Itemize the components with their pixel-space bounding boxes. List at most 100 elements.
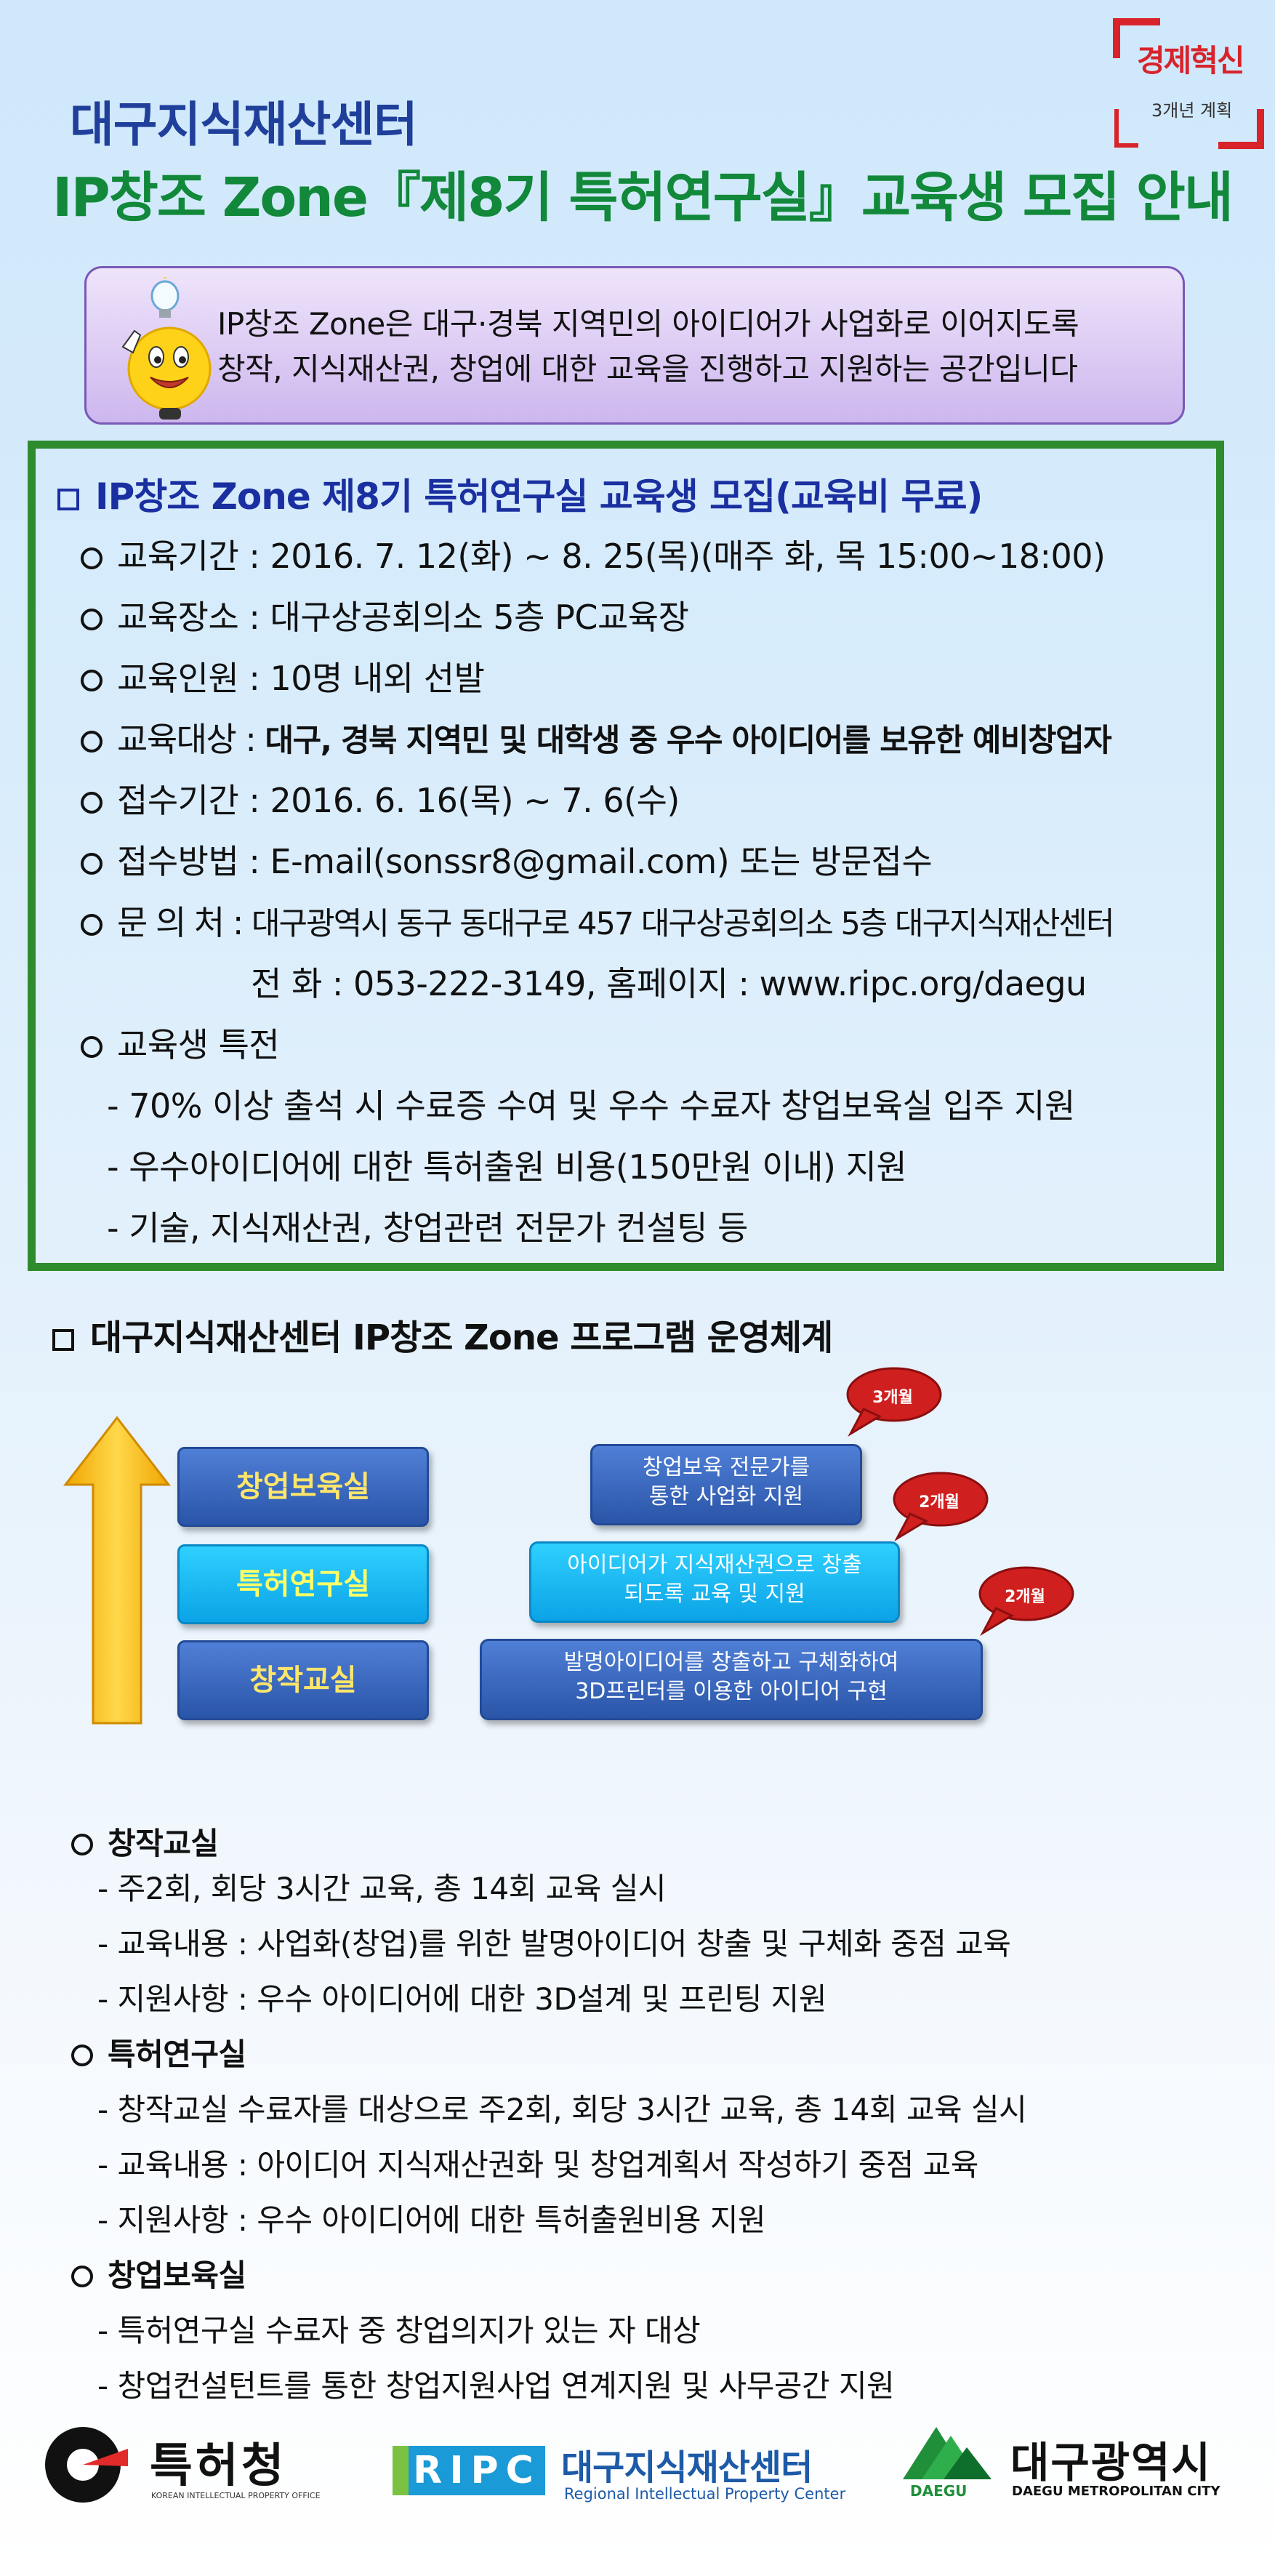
ripc-logo: RIPC 대구지식재산센터 Regional Intellectual Prop…	[393, 2436, 845, 2508]
stage-patent-lab: 특허연구실	[177, 1544, 429, 1624]
education-place: 교육장소 : 대구상공회의소 5층 PC교육장	[81, 591, 689, 639]
economic-innovation-badge: 경제혁신 3개년 계획	[1109, 15, 1268, 153]
program-title-text: 대구지식재산센터 IP창조 Zone 프로그램 운영체계	[90, 1317, 833, 1358]
detail-heading-biz: 창업보육실	[71, 2251, 246, 2295]
education-target-value: 대구, 경북 지역민 및 대학생 중 우수 아이디어를 보유한 예비창업자	[265, 723, 1112, 759]
program-title: 대구지식재산센터 IP창조 Zone 프로그램 운영체계	[52, 1309, 833, 1360]
recruit-title: IP창조 Zone 제8기 특허연구실 교육생 모집(교육비 무료)	[57, 468, 983, 520]
daegu-name: 대구광역시	[1010, 2438, 1212, 2487]
desc-patent-lab: 아이디어가 지식재산권으로 창출 되도록 교육 및 지원	[529, 1541, 900, 1623]
benefit-item: - 우수아이디어에 대한 특허출원 비용(150만원 이내) 지원	[107, 1147, 907, 1187]
recruit-box: IP창조 Zone 제8기 특허연구실 교육생 모집(교육비 무료) 교육기간 …	[28, 441, 1224, 1271]
circle-bullet-icon	[81, 547, 102, 569]
ripc-name: 대구지식재산센터	[561, 2447, 813, 2488]
circle-bullet-icon	[81, 1036, 102, 1058]
desc-line: 아이디어가 지식재산권으로 창출	[567, 1552, 862, 1578]
speech-bubble-icon	[893, 1472, 989, 1542]
benefit-item: - 기술, 지식재산권, 창업관련 전문가 컨설팅 등	[107, 1208, 748, 1248]
circle-bullet-icon	[81, 914, 102, 936]
education-people-text: 교육인원 : 10명 내외 선발	[117, 659, 485, 698]
detail-item: - 주2회, 회당 3시간 교육, 총 14회 교육 실시	[97, 1871, 667, 1906]
badge-frame	[1113, 18, 1264, 149]
daegu-mark: DAEGU	[910, 2482, 968, 2500]
detail-item: - 창작교실 수료자를 대상으로 주2회, 회당 3시간 교육, 총 14회 교…	[97, 2092, 1027, 2127]
benefit-item: - 70% 이상 출석 시 수료증 수여 및 우수 수료자 창업보육실 입주 지…	[107, 1086, 1075, 1126]
duration-label: 2개월	[1005, 1588, 1045, 1606]
desc-line: 3D프린터를 이용한 아이디어 구현	[575, 1679, 888, 1704]
intro-line-1: IP창조 Zone은 대구·경북 지역민의 아이디어가 사업화로 이어지도록	[217, 306, 1079, 342]
stage-startup-incubation: 창업보육실	[177, 1447, 429, 1527]
upward-arrow-icon	[63, 1416, 172, 1725]
detail-heading-patent: 특허연구실	[71, 2030, 246, 2074]
circle-bullet-icon	[81, 670, 102, 691]
benefits-title-text: 교육생 특전	[117, 1025, 280, 1064]
page-title: IP창조 Zone『제8기 특허연구실』교육생 모집 안내	[52, 166, 1234, 229]
intro-box: IP창조 Zone은 대구·경북 지역민의 아이디어가 사업화로 이어지도록 창…	[84, 266, 1185, 425]
square-bullet-icon	[52, 1329, 74, 1351]
circle-bullet-icon	[81, 853, 102, 875]
badge-line2: 3개년 계획	[1151, 100, 1233, 121]
duration-bubble-biz: 3개월	[842, 1364, 944, 1437]
education-period-text: 교육기간 : 2016. 7. 12(화) ~ 8. 25(목)(매주 화, 목…	[117, 537, 1106, 576]
daegu-mountain-icon	[903, 2427, 992, 2479]
duration-bubble-patent: 2개월	[888, 1469, 990, 1542]
apply-period: 접수기간 : 2016. 6. 16(목) ~ 7. 6(수)	[81, 774, 680, 822]
intro-text: IP창조 Zone은 대구·경북 지역민의 아이디어가 사업화로 이어지도록 창…	[217, 302, 1079, 392]
detail-item: - 지원사항 : 우수 아이디어에 대한 특허출원비용 지원	[97, 2202, 766, 2238]
ripc-mark: RIPC	[413, 2449, 541, 2492]
ripc-mark-bg	[393, 2446, 545, 2495]
duration-bubble-create: 2개월	[974, 1563, 1076, 1637]
speech-bubble-icon	[978, 1566, 1074, 1637]
education-place-text: 교육장소 : 대구상공회의소 5층 PC교육장	[117, 598, 689, 637]
circle-bullet-icon	[81, 609, 102, 630]
education-target: 교육대상 : 대구, 경북 지역민 및 대학생 중 우수 아이디어를 보유한 예…	[81, 713, 1112, 761]
detail-heading-text: 특허연구실	[108, 2037, 246, 2072]
duration-label: 2개월	[919, 1493, 960, 1512]
detail-item: - 창업컨설턴트를 통한 창업지원사업 연계지원 및 사무공간 지원	[97, 2368, 895, 2404]
desc-startup-incubation: 창업보육 전문가를 통한 사업화 지원	[590, 1444, 862, 1525]
contact-label: 문 의 처 :	[117, 903, 252, 942]
detail-heading-text: 창작교실	[108, 1826, 219, 1861]
contact-phone: 전 화 : 053-222-3149, 홈페이지 : www.ripc.org/…	[251, 964, 1087, 1003]
detail-heading-create: 창작교실	[71, 1819, 219, 1863]
detail-item: - 교육내용 : 아이디어 지식재산권화 및 창업계획서 작성하기 중점 교육	[97, 2147, 978, 2183]
badge-line1: 경제혁신	[1137, 43, 1245, 79]
stage-creation-class: 창작교실	[177, 1640, 429, 1720]
circle-bullet-icon	[71, 2045, 93, 2066]
circle-bullet-icon	[81, 792, 102, 814]
circle-bullet-icon	[81, 731, 102, 753]
contact: 문 의 처 : 대구광역시 동구 동대구로 457 대구상공회의소 5층 대구지…	[81, 896, 1115, 944]
smiley-lightbulb-icon	[121, 277, 212, 420]
apply-method-text: 접수방법 : E-mail(sonssr8@gmail.com) 또는 방문접수	[117, 842, 933, 881]
education-target-label: 교육대상 :	[117, 720, 265, 759]
recruit-title-text: IP창조 Zone 제8기 특허연구실 교육생 모집(교육비 무료)	[95, 476, 983, 518]
detail-heading-text: 창업보육실	[108, 2258, 246, 2293]
circle-bullet-icon	[71, 2266, 93, 2287]
speech-bubble-icon	[846, 1367, 942, 1437]
duration-label: 3개월	[872, 1389, 913, 1407]
education-period: 교육기간 : 2016. 7. 12(화) ~ 8. 25(목)(매주 화, 목…	[81, 530, 1106, 578]
contact-value: 대구광역시 동구 동대구로 457 대구상공회의소 5층 대구지식재산센터	[251, 906, 1115, 942]
apply-period-text: 접수기간 : 2016. 6. 16(목) ~ 7. 6(수)	[117, 781, 680, 820]
org-title: 대구지식재산센터	[70, 97, 418, 153]
kipo-name: 특허청	[150, 2439, 287, 2493]
daegu-logo: DAEGU 대구광역시 DAEGU METROPOLITAN CITY	[900, 2421, 1234, 2508]
detail-item: - 특허연구실 수료자 중 창업의지가 있는 자 대상	[97, 2313, 701, 2348]
desc-line: 되도록 교육 및 지원	[624, 1581, 805, 1607]
detail-item: - 교육내용 : 사업화(창업)를 위한 발명아이디어 창출 및 구체화 중점 …	[97, 1926, 1011, 1962]
ripc-sub: Regional Intellectual Property Center	[564, 2485, 846, 2503]
desc-line: 통한 사업화 지원	[648, 1484, 804, 1509]
benefits-title: 교육생 특전	[81, 1019, 280, 1067]
daegu-sub: DAEGU METROPOLITAN CITY	[1012, 2484, 1220, 2499]
education-people: 교육인원 : 10명 내외 선발	[81, 652, 485, 700]
detail-item: - 지원사항 : 우수 아이디어에 대한 3D설계 및 프린팅 지원	[97, 1981, 826, 2017]
apply-method: 접수방법 : E-mail(sonssr8@gmail.com) 또는 방문접수	[81, 835, 933, 883]
circle-bullet-icon	[71, 1834, 93, 1855]
intro-line-2: 창작, 지식재산권, 창업에 대한 교육을 진행하고 지원하는 공간입니다	[217, 351, 1078, 387]
square-bullet-icon	[57, 489, 79, 510]
kipo-emblem-icon	[45, 2427, 128, 2503]
desc-creation-class: 발명아이디어를 창출하고 구체화하여 3D프린터를 이용한 아이디어 구현	[480, 1639, 983, 1720]
desc-line: 창업보육 전문가를	[642, 1455, 811, 1480]
kipo-logo: 특허청 KOREAN INTELLECTUAL PROPERTY OFFICE	[41, 2421, 321, 2508]
kipo-sub: KOREAN INTELLECTUAL PROPERTY OFFICE	[151, 2491, 321, 2500]
